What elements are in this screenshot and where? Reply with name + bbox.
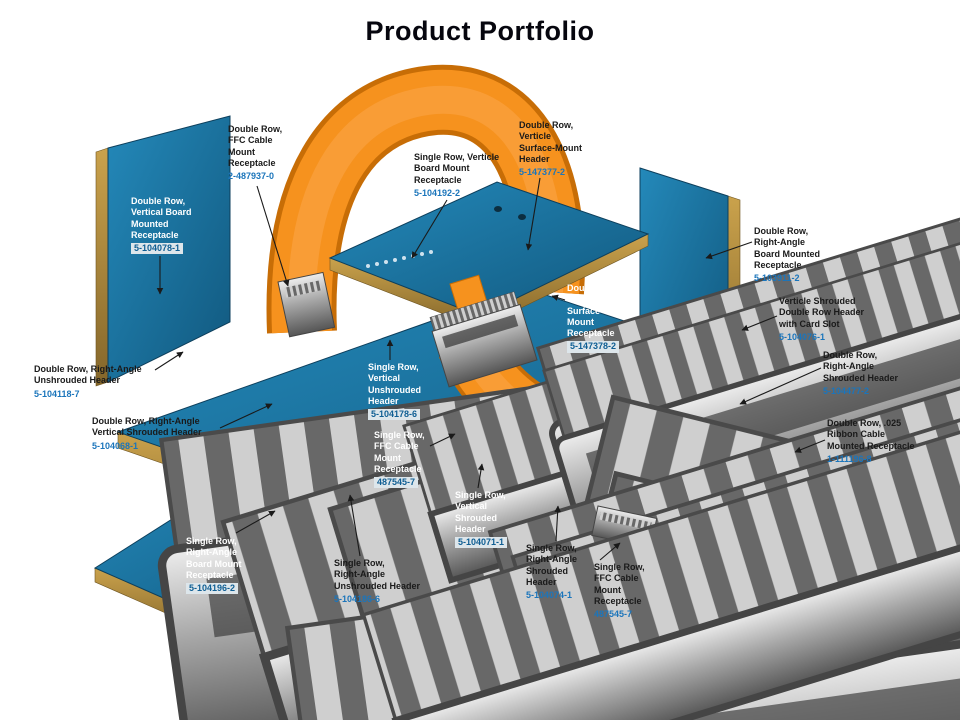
label-text: Single Row, FFC Cable Mount Receptacle xyxy=(594,562,645,606)
part-number: 5-104186-6 xyxy=(334,593,381,604)
label-part-5-103911-2: Double Row, Right-Angle Board Mounted Re… xyxy=(754,226,820,284)
label-part-5-104068-1: Double Row, Right-Angle Vertical Shroude… xyxy=(92,416,202,452)
label-text: Double Row, Right-Angle Board Mounted Re… xyxy=(754,226,820,270)
label-part-5-104118-7: Double Row, Right-Angle Unshrouded Heade… xyxy=(34,364,142,400)
part-number: 2-487937-0 xyxy=(228,171,275,181)
label-text: Single Row, FFC Cable Mount Receptacle xyxy=(374,430,425,474)
label-text: Double Row, Right-Angle Vertical Shroude… xyxy=(92,416,202,438)
label-part-487545-7-b: Single Row, FFC Cable Mount Receptacle 4… xyxy=(594,562,645,620)
label-part-5-147377-2: Double Row, Verticle Surface-Mount Heade… xyxy=(519,120,582,178)
label-part-487545-7-a: Single Row, FFC Cable Mount Receptacle 4… xyxy=(374,430,425,489)
board-top-floating xyxy=(328,181,650,329)
part-number: 5-104196-2 xyxy=(186,583,239,595)
label-part-5-104192-2: Single Row, Verticle Board Mount Recepta… xyxy=(414,152,499,199)
label-text: Single Row, Verticle Board Mount Recepta… xyxy=(414,152,500,185)
label-text: Double Row, FFC Cable Mount Receptacle xyxy=(228,124,283,168)
label-part-5-104186-6: Single Row, Right-Angle Unshrouded Heade… xyxy=(334,558,420,605)
label-text: Single Row, Right-Angle Board Mount Rece… xyxy=(186,536,242,580)
label-text: Single Row, Right-Angle Shrouded Header xyxy=(526,543,577,587)
connector-center-tower xyxy=(429,291,538,388)
label-part-5-104078-1: Double Row, Vertical Board Mounted Recep… xyxy=(131,196,192,255)
label-part-5-104076-1: Verticle Shrouded Double Row Header with… xyxy=(779,296,864,343)
connector-2-487937-0 xyxy=(277,271,336,338)
label-text: Single Row, Vertical Shrouded Header xyxy=(455,490,506,534)
label-part-5-104071-1: Single Row, Vertical Shrouded Header 5-1… xyxy=(455,490,508,549)
label-part-5-104196-2: Single Row, Right-Angle Board Mount Rece… xyxy=(186,536,242,595)
part-number: 5-104118-7 xyxy=(34,388,80,399)
label-part-5-104477-2: Double Row, Right-Angle Shrouded Header … xyxy=(823,350,898,397)
label-part-5-104178-6: Single Row, Vertical Unshrouded Header 5… xyxy=(368,362,421,421)
label-part-1-111196-8: Double Row, .025 Ribbon Cable Mounted Re… xyxy=(827,418,915,465)
leader-lines xyxy=(154,177,826,561)
part-number: 487545-7 xyxy=(374,477,419,489)
label-text: Double Row, Verticle Surface-Mount Heade… xyxy=(519,120,582,164)
part-number: 5-104078-1 xyxy=(131,243,184,255)
connectors xyxy=(144,177,960,720)
label-part-2-487937-0: Double Row, FFC Cable Mount Receptacle 2… xyxy=(228,124,282,182)
part-number: 5-104068-1 xyxy=(92,440,139,451)
part-number: 5-104074-1 xyxy=(526,590,573,600)
part-number: 5-147378-2 xyxy=(567,341,620,353)
part-number: 5-104071-1 xyxy=(455,537,508,549)
part-number: 5-104076-1 xyxy=(779,331,826,342)
label-text: Single Row, Vertical Unshrouded Header xyxy=(368,362,421,406)
label-text: Double Row, Vertical Board Mounted Recep… xyxy=(131,196,192,240)
label-text: Single Row, Right-Angle Unshrouded Heade… xyxy=(334,558,421,591)
part-number: 5-104477-2 xyxy=(823,385,870,396)
part-number: 1-111196-8 xyxy=(827,453,872,464)
solder-pads xyxy=(366,250,433,268)
label-text: Double Row, .025 Ribbon Cable Mounted Re… xyxy=(827,418,915,451)
page-title: Product Portfolio xyxy=(365,16,595,46)
label-text: Verticle Shrouded Double Row Header with… xyxy=(779,296,865,329)
part-number: 5-147377-2 xyxy=(519,167,566,177)
part-number: 5-104178-6 xyxy=(368,409,421,421)
label-part-5-147378-2: Double Row, Verticle Surface- Mount Rece… xyxy=(567,283,621,353)
label-text: Double Row, Right-Angle Shrouded Header xyxy=(823,350,899,383)
label-part-5-104074-1: Single Row, Right-Angle Shrouded Header … xyxy=(526,543,577,601)
mounting-holes xyxy=(494,206,526,220)
part-number: 5-103911-2 xyxy=(754,273,800,283)
part-number: 487545-7 xyxy=(594,609,633,619)
label-text: Double Row, Right-Angle Unshrouded Heade… xyxy=(34,364,142,386)
part-number: 5-104192-2 xyxy=(414,187,461,198)
label-text: Double Row, Verticle Surface- Mount Rece… xyxy=(567,283,622,338)
